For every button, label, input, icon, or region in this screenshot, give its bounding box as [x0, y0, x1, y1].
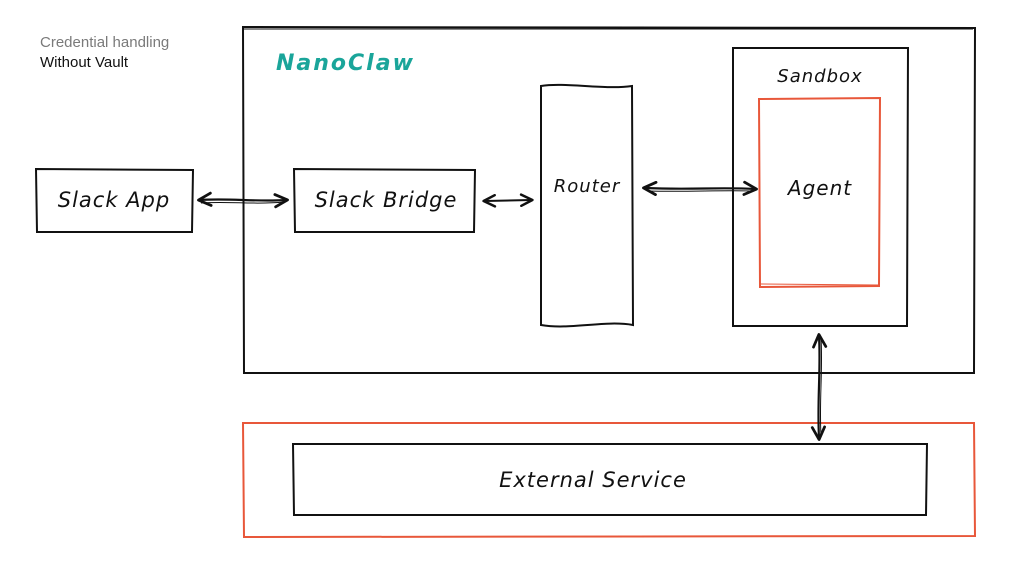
nanoclaw-container: NanoClaw [241, 25, 977, 374]
arrow-slackbridge-router [482, 193, 534, 208]
external-zone [241, 422, 977, 539]
router-label: Router [554, 176, 621, 197]
agent-label: Agent [786, 176, 852, 200]
external-service-label: External Service [499, 468, 687, 492]
router-node: Router [540, 83, 635, 328]
slack-app-label: Slack App [58, 188, 170, 212]
arrow-sandbox-external [810, 333, 828, 441]
connectors [197, 180, 828, 441]
agent-node: Agent [757, 96, 882, 289]
caption-subtitle: Without Vault [40, 54, 129, 71]
sandbox-node: Sandbox [732, 47, 910, 327]
sandbox-label: Sandbox [777, 66, 862, 87]
slack-app-node: Slack App [34, 167, 195, 233]
slack-bridge-node: Slack Bridge [292, 167, 477, 233]
slack-bridge-label: Slack Bridge [315, 188, 458, 212]
external-service-node: External Service [291, 443, 929, 516]
nanoclaw-title: NanoClaw [276, 51, 415, 76]
caption: Credential handling Without Vault [40, 33, 169, 73]
arrow-slackapp-slackbridge [197, 191, 289, 209]
caption-title: Credential handling [40, 34, 170, 51]
arrow-router-agent [642, 180, 758, 197]
